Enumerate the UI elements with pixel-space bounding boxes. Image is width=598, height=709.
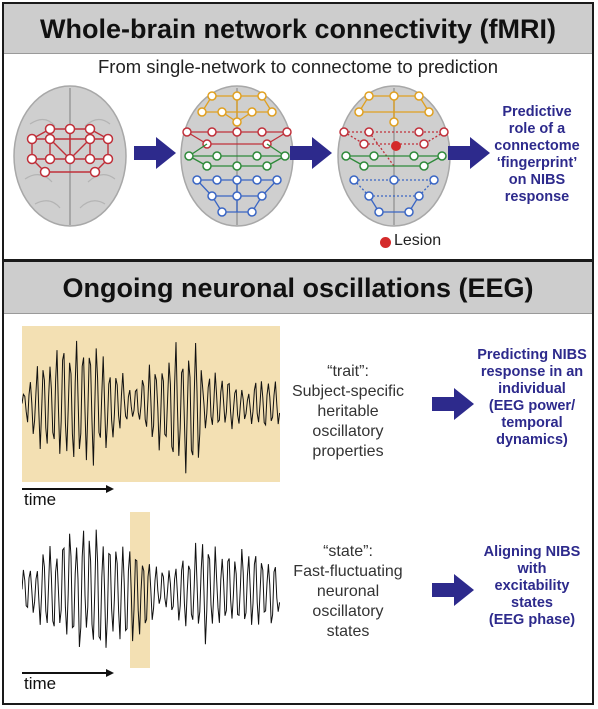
trait-outcome-text: Predicting NIBS response in an individua… xyxy=(477,347,587,448)
time-axis-arrow-icon xyxy=(22,485,114,493)
state-outcome-text: Aligning NIBS with excitability states (… xyxy=(483,544,581,628)
eeg-trace-state xyxy=(22,512,280,668)
fmri-panel-title: Whole-brain network connectivity (fMRI) xyxy=(4,4,592,54)
arrow-right-icon xyxy=(448,137,490,169)
lesion-legend-label: Lesion xyxy=(394,232,442,249)
time-axis-label: time xyxy=(24,490,57,509)
trait-description: “trait”: Subject-specific heritable osci… xyxy=(291,363,405,460)
eeg-trace-trait xyxy=(22,326,280,482)
fmri-panel-subtitle: From single-network to connectome to pre… xyxy=(98,56,498,77)
lesion-legend-dot xyxy=(380,237,391,248)
state-description: “state”: Fast-fluctuating neuronal oscil… xyxy=(293,543,403,640)
time-axis-label: time xyxy=(24,674,57,693)
brain-single-network xyxy=(13,85,127,227)
arrow-right-icon xyxy=(290,137,332,169)
eeg-panel-title: Ongoing neuronal oscillations (EEG) xyxy=(4,262,592,314)
arrow-right-icon xyxy=(432,388,474,420)
arrow-right-icon xyxy=(134,137,176,169)
time-axis-arrow-icon xyxy=(22,669,114,677)
arrow-right-icon xyxy=(432,574,474,606)
connectome-prediction-text: Predictive role of a connectome ‘fingerp… xyxy=(494,104,580,205)
brain-lesioned-connectome xyxy=(337,85,451,227)
panel-divider xyxy=(2,259,594,262)
brain-connectome xyxy=(180,85,294,227)
